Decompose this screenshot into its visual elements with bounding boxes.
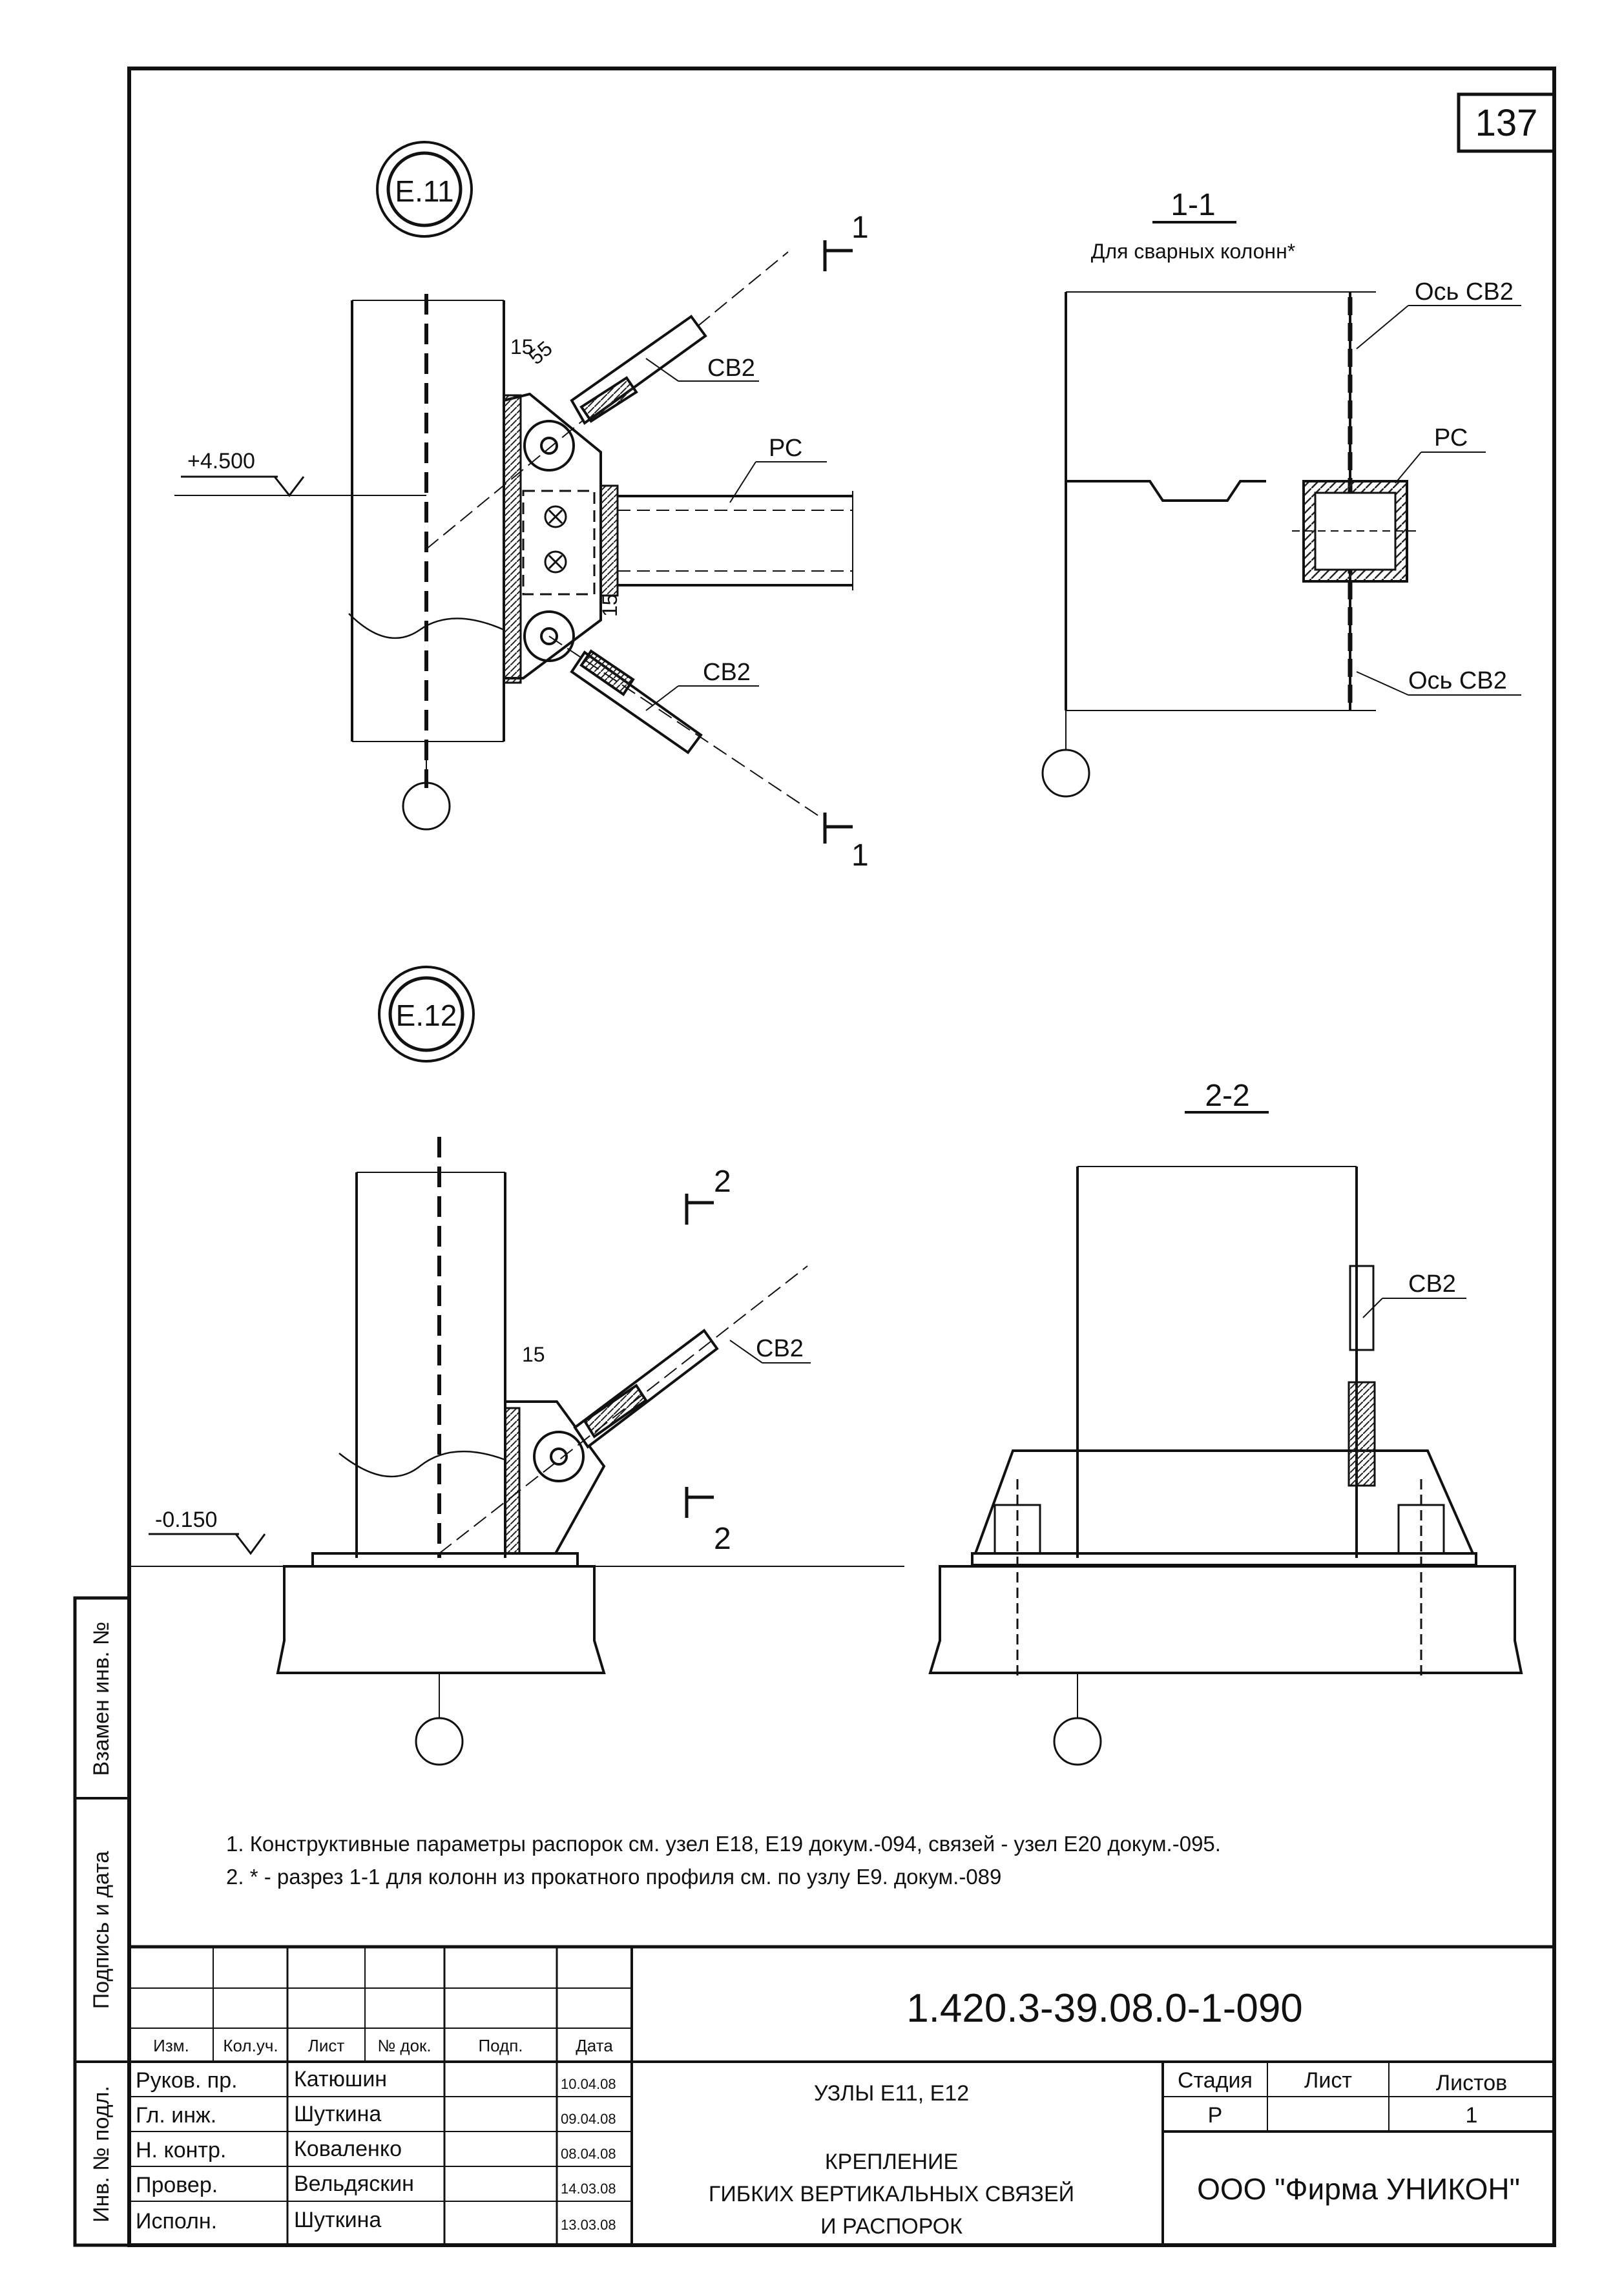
svg-text:Подпись и дата: Подпись и дата	[89, 1851, 114, 2009]
svg-text:Кол.уч.: Кол.уч.	[223, 2036, 278, 2055]
svg-text:Катюшин: Катюшин	[294, 2067, 387, 2091]
node-e12-label: Е.12	[396, 999, 457, 1032]
section-1-1-title: 1-1	[1171, 188, 1215, 222]
title-block	[129, 1947, 1554, 2245]
svg-text:09.04.08: 09.04.08	[561, 2111, 616, 2127]
svg-text:Провер.: Провер.	[136, 2173, 218, 2197]
e11-brace-bottom	[523, 610, 821, 818]
e11-brace-top	[426, 251, 789, 550]
svg-text:СВ2: СВ2	[1408, 1271, 1456, 1298]
svg-text:Вельдяскин: Вельдяскин	[294, 2172, 414, 2196]
section-1-marks: 1 1	[823, 211, 869, 873]
svg-text:10.04.08: 10.04.08	[561, 2076, 616, 2092]
svg-text:Шуткина: Шуткина	[294, 2102, 381, 2126]
side-stamp: Взамен инв. № Подпись и дата Инв. № подл…	[89, 1622, 114, 2223]
node-e11-marker: Е.11	[376, 141, 473, 238]
svg-text:Изм.: Изм.	[153, 2036, 189, 2055]
svg-text:Подп.: Подп.	[478, 2036, 523, 2055]
svg-text:Взамен инв. №: Взамен инв. №	[89, 1622, 114, 1776]
svg-text:СВ2: СВ2	[703, 659, 751, 686]
e12-column	[129, 1137, 904, 1674]
svg-text:Коваленко: Коваленко	[294, 2137, 402, 2161]
section-2-2-title: 2-2	[1205, 1079, 1249, 1113]
svg-text:15: 15	[510, 335, 534, 358]
svg-text:№ док.: № док.	[377, 2036, 431, 2055]
svg-text:Руков. пр.: Руков. пр.	[136, 2068, 238, 2093]
svg-text:Листов: Листов	[1436, 2071, 1507, 2095]
section-1-1-labels: Ось СВ2 РС Ось СВ2	[1356, 278, 1521, 696]
e12-axis-bubble	[415, 1673, 464, 1766]
company-name: ООО "Фирма УНИКОН"	[1197, 2172, 1520, 2206]
section-1-1-subtitle: Для сварных колонн*	[1091, 240, 1295, 263]
sheet-frame	[73, 67, 1556, 2247]
svg-text:Лист: Лист	[1304, 2068, 1352, 2093]
e11-level-text: +4.500	[187, 449, 255, 473]
svg-text:Дата: Дата	[576, 2036, 613, 2055]
svg-text:1: 1	[851, 838, 869, 873]
svg-text:И РАСПОРОК: И РАСПОРОК	[820, 2214, 963, 2239]
svg-text:СВ2: СВ2	[707, 355, 755, 382]
title-block-text: 1.420.3-39.08.0-1-090 Изм. Кол.уч. Лист …	[136, 1986, 1520, 2239]
svg-text:Шуткина: Шуткина	[294, 2208, 381, 2232]
section-2-2: 2-2 СВ2	[928, 1079, 1523, 1766]
e11-axis-bubble	[402, 742, 451, 831]
svg-text:1: 1	[1466, 2103, 1478, 2128]
svg-text:Исполн.: Исполн.	[136, 2209, 217, 2234]
note-1: 1. Конструктивные параметры распорок см.…	[226, 1832, 1221, 1856]
svg-text:15: 15	[522, 1343, 545, 1366]
section-1-1: 1-1 Для сварных колонн* Ось СВ2 РС Ось С…	[1041, 188, 1521, 798]
svg-text:Гл. инж.: Гл. инж.	[136, 2103, 216, 2128]
section-2-marks: 2 2	[685, 1165, 731, 1556]
svg-text:УЗЛЫ Е11, Е12: УЗЛЫ Е11, Е12	[814, 2081, 969, 2106]
e11-labels: СВ2 РС СВ2	[645, 355, 827, 711]
sheet-number-box: 137	[1457, 92, 1556, 153]
svg-text:Ось СВ2: Ось СВ2	[1415, 278, 1514, 306]
e11-gusset	[503, 392, 602, 684]
sheet-number: 137	[1475, 102, 1538, 144]
e11-strut-pc	[599, 484, 853, 597]
svg-text:Лист: Лист	[308, 2036, 345, 2055]
svg-text:Ось СВ2: Ось СВ2	[1408, 667, 1507, 694]
svg-text:13.03.08: 13.03.08	[561, 2217, 616, 2233]
svg-text:14.03.08: 14.03.08	[561, 2181, 616, 2197]
svg-text:-0.150: -0.150	[155, 1508, 217, 1532]
node-e12-marker: Е.12	[378, 966, 475, 1063]
e11-column	[348, 294, 505, 788]
svg-text:Р: Р	[1208, 2103, 1223, 2128]
svg-text:РС: РС	[1434, 424, 1468, 451]
svg-text:СВ2: СВ2	[756, 1335, 804, 1362]
svg-text:Стадия: Стадия	[1178, 2068, 1253, 2093]
svg-text:КРЕПЛЕНИЕ: КРЕПЛЕНИЕ	[825, 2150, 958, 2174]
e12-gusset-brace	[439, 1265, 808, 1555]
svg-text:2: 2	[714, 1522, 731, 1556]
drawing-code: 1.420.3-39.08.0-1-090	[906, 1986, 1303, 2031]
notes: 1. Конструктивные параметры распорок см.…	[226, 1832, 1221, 1889]
svg-text:РС: РС	[769, 435, 802, 462]
svg-text:15: 15	[598, 594, 621, 617]
svg-text:Н. контр.: Н. контр.	[136, 2138, 226, 2163]
e12-level-mark: -0.150 15 СВ2	[149, 1335, 811, 1555]
node-e11-label: Е.11	[395, 174, 453, 208]
e11-level-mark: +4.500	[174, 449, 426, 497]
svg-text:08.04.08: 08.04.08	[561, 2146, 616, 2162]
svg-text:1: 1	[851, 211, 869, 245]
svg-text:ГИБКИХ ВЕРТИКАЛЬНЫХ СВЯЗЕЙ: ГИБКИХ ВЕРТИКАЛЬНЫХ СВЯЗЕЙ	[709, 2182, 1074, 2206]
svg-text:Инв. № подл.: Инв. № подл.	[89, 2086, 114, 2223]
note-2: 2. * - разрез 1-1 для колонн из прокатно…	[226, 1865, 1001, 1889]
svg-text:2: 2	[714, 1165, 731, 1199]
